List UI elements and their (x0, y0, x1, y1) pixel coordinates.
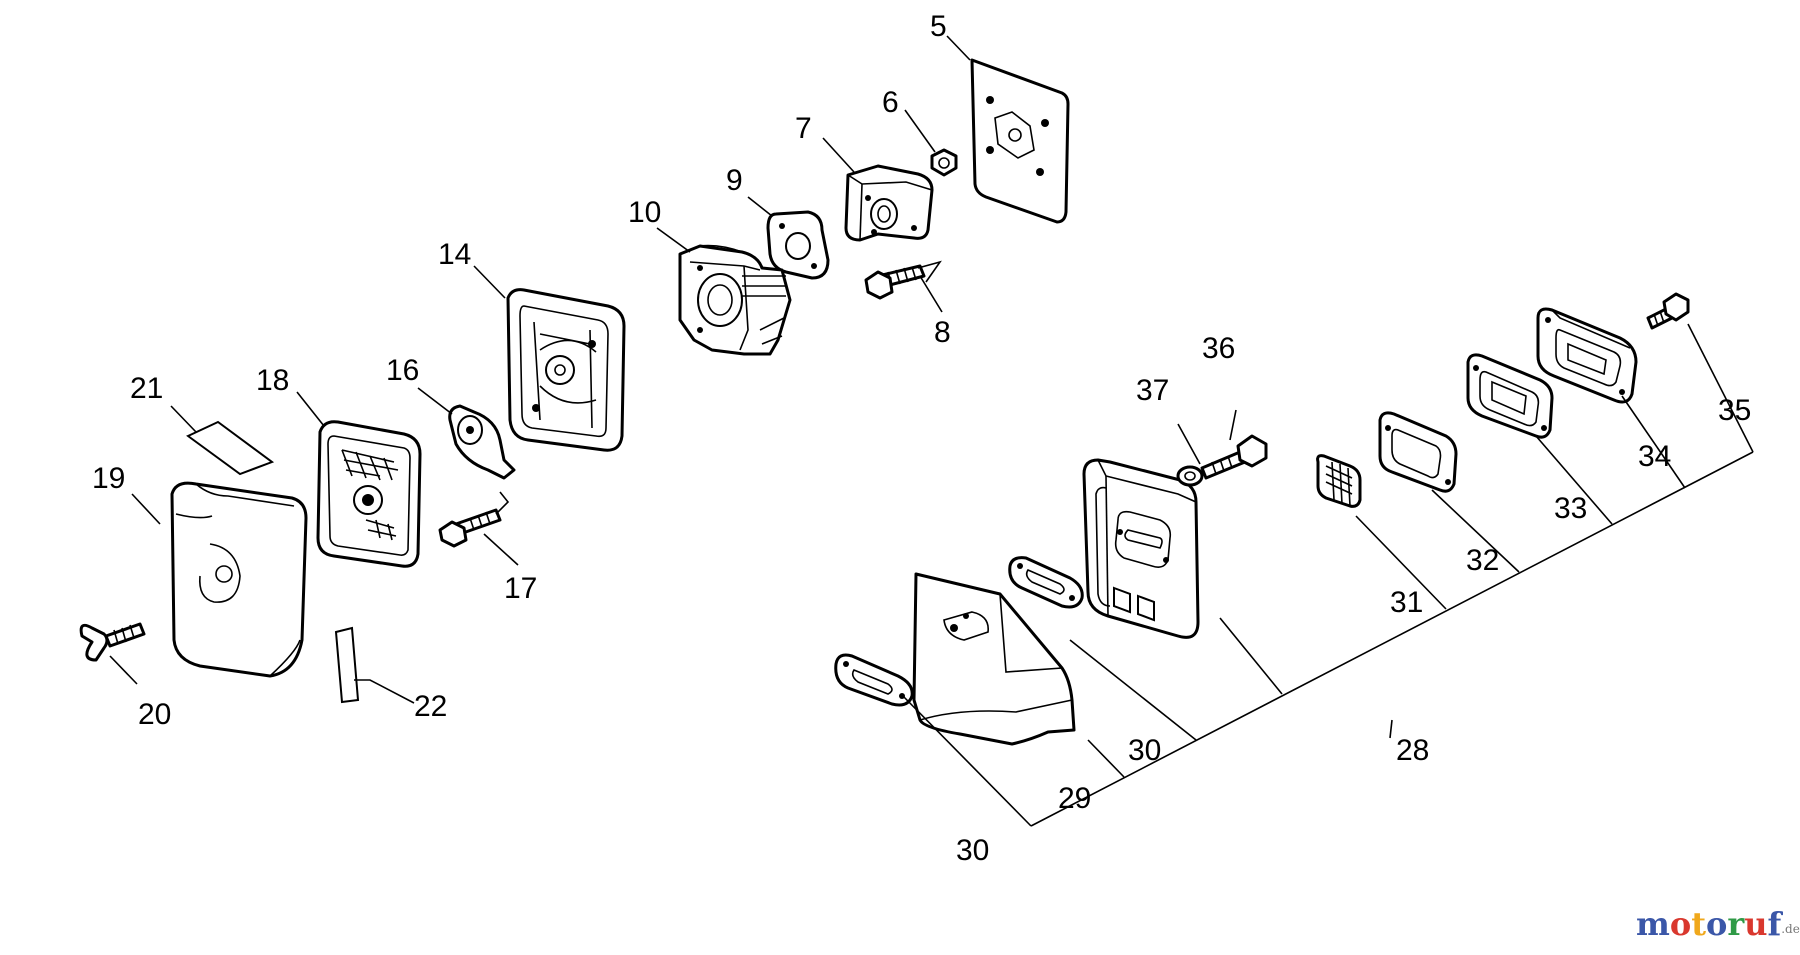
label-14: 14 (438, 238, 471, 271)
part-18-filter (316, 420, 422, 568)
label-30-lower: 30 (956, 834, 989, 867)
label-10: 10 (628, 196, 661, 229)
part-37-washer (1176, 465, 1204, 487)
part-33-gasket (1466, 353, 1554, 439)
watermark-letter: u (1744, 905, 1767, 943)
leader-lines (109, 35, 1754, 827)
part-21-label (186, 420, 275, 476)
label-36: 36 (1202, 332, 1235, 365)
watermark-brand: motoruf.de (1636, 905, 1800, 943)
callout-labels: 5 6 7 8 9 10 14 16 17 18 19 20 21 22 28 … (92, 10, 1751, 867)
label-5: 5 (930, 10, 947, 43)
part-20-wing-bolt (79, 622, 146, 662)
part-30-gasket-lower (834, 653, 914, 707)
label-16: 16 (386, 354, 419, 387)
part-35-bolt (1646, 292, 1690, 330)
part-14-air-cleaner-body (506, 288, 626, 452)
part-34-cover-plate (1536, 307, 1638, 404)
watermark-letter: o (1706, 905, 1727, 943)
part-36-bolt (1200, 434, 1268, 480)
watermark-letter: t (1691, 905, 1706, 943)
part-16-choke-plate (448, 404, 516, 480)
part-30-gasket-upper (1008, 556, 1084, 609)
label-9: 9 (726, 164, 743, 197)
watermark-letter: o (1670, 905, 1691, 943)
label-28: 28 (1396, 734, 1429, 767)
label-35: 35 (1718, 394, 1751, 427)
watermark-letter: r (1727, 905, 1745, 943)
part-29-heat-shield (912, 572, 1076, 746)
label-18: 18 (256, 364, 289, 397)
watermark-logo: motoruf.de (1636, 905, 1800, 943)
part-19-cover (170, 481, 308, 678)
part-7-insulator (844, 164, 934, 242)
part-8-bolt (864, 260, 942, 300)
label-29: 29 (1058, 782, 1091, 815)
label-33: 33 (1554, 492, 1587, 525)
label-17: 17 (504, 572, 537, 605)
part-5-gasket (970, 58, 1070, 224)
part-9-gasket (766, 210, 830, 280)
label-19: 19 (92, 462, 125, 495)
part-22-label (334, 626, 360, 704)
part-6-nut (930, 148, 958, 177)
label-30-upper: 30 (1128, 734, 1161, 767)
watermark-letter: m (1636, 905, 1670, 943)
label-37: 37 (1136, 374, 1169, 407)
part-10-carburetor (678, 244, 792, 356)
watermark-tld: .de (1781, 922, 1800, 936)
watermark-letter: f (1767, 905, 1783, 943)
part-31-screen (1316, 454, 1362, 508)
label-8: 8 (934, 316, 951, 349)
label-32: 32 (1466, 544, 1499, 577)
label-20: 20 (138, 698, 171, 731)
label-31: 31 (1390, 586, 1423, 619)
part-17-screw (438, 491, 510, 548)
part-32-gasket (1378, 411, 1458, 493)
label-34: 34 (1638, 440, 1671, 473)
part-28-muffler (1082, 458, 1200, 639)
label-7: 7 (795, 112, 812, 145)
label-22: 22 (414, 690, 447, 723)
label-6: 6 (882, 86, 899, 119)
label-21: 21 (130, 372, 163, 405)
